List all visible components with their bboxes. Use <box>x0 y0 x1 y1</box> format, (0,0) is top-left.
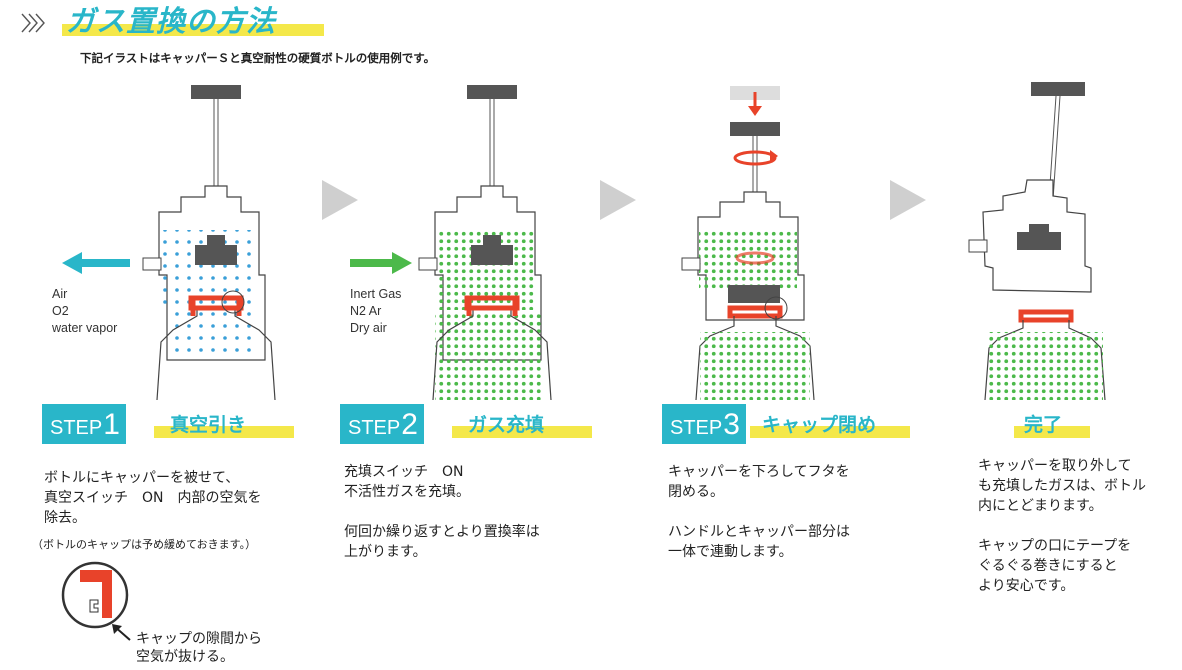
description-line: 何回か繰り返すとより置換率は <box>344 524 540 540</box>
step-description-1: ボトルにキャッパーを被せて、 真空スイッチ ON 内部の空気を 除去。 <box>44 468 262 528</box>
description-line: キャップの口にテープを <box>978 538 1132 554</box>
capper-diagram-vacuum <box>142 85 276 400</box>
step-arrow-icon <box>890 180 926 220</box>
gas-out-label: O2 <box>52 304 69 318</box>
step-badge-word: STEP <box>670 417 723 439</box>
gas-out-label: Air <box>52 287 68 301</box>
cap-gap-callout: キャップの隙間から 空気が抜ける。 <box>136 630 262 666</box>
step-title-highlight <box>452 426 592 438</box>
gas-in-label: Inert Gas <box>350 287 402 301</box>
air-outflow-arrow <box>62 252 130 274</box>
step-title-3: キャップ閉め <box>762 414 877 436</box>
description-line: 内にとどまります。 <box>978 498 1103 514</box>
capper-diagram-capping <box>681 86 815 400</box>
gas-in-labels: Inert Gas N2 Ar Dry air <box>350 286 401 337</box>
description-line: 一体で連動します。 <box>668 544 793 560</box>
page-subtitle: 下記イラストはキャッパーＳと真空耐性の硬質ボトルの使用例です。 <box>80 51 436 65</box>
capper-diagram-complete <box>968 82 1106 400</box>
step-title-1: 真空引き <box>170 414 247 436</box>
description-line: キャッパーを取り外して <box>978 458 1132 474</box>
capper-diagram-gas-fill <box>418 85 552 400</box>
description-line: ボトルにキャッパーを被せて、 <box>44 470 240 486</box>
callout-line: 空気が抜ける。 <box>136 649 234 665</box>
gas-in-label: N2 Ar <box>350 304 382 318</box>
description-line: 除去。 <box>44 510 86 526</box>
step-badge-number: 2 <box>401 408 418 441</box>
step-title-2: ガス充填 <box>468 414 545 436</box>
description-line: 充填スイッチ ON <box>344 464 464 480</box>
description-line <box>978 516 1146 536</box>
description-line: 閉める。 <box>668 484 724 500</box>
title-highlight <box>62 24 324 36</box>
description-line: 不活性ガスを充填。 <box>344 484 470 500</box>
description-line: 真空スイッチ ON 内部の空気を <box>44 490 262 506</box>
gas-out-label: water vapor <box>52 321 118 335</box>
page-title: ガス置換の方法 <box>66 4 277 38</box>
description-line <box>668 502 850 522</box>
description-line: も充填したガスは、ボトル <box>978 478 1146 494</box>
step-badge-number: 1 <box>103 408 120 441</box>
step-description-3: キャッパーを下ろしてフタを 閉める。 ハンドルとキャッパー部分は 一体で連動しま… <box>668 462 850 562</box>
step-title-highlight <box>1014 426 1090 438</box>
step-title-4: 完了 <box>1024 414 1063 436</box>
step-arrow-icon <box>322 180 358 220</box>
pointer-arrow-icon <box>112 624 131 641</box>
step-note-1: （ボトルのキャップは予め緩めておきます。） <box>32 538 257 551</box>
gas-inflow-arrow <box>350 252 412 274</box>
callout-line: キャップの隙間から <box>136 631 262 647</box>
gas-out-labels: Air O2 water vapor <box>52 286 117 337</box>
description-line: 上がります。 <box>344 544 427 560</box>
gas-in-label: Dry air <box>350 321 387 335</box>
step-badge-word: STEP <box>348 417 401 439</box>
step-badge-number: 3 <box>723 408 740 441</box>
description-line: ハンドルとキャッパー部分は <box>668 524 850 540</box>
description-line: キャッパーを下ろしてフタを <box>668 464 850 480</box>
step-description-2: 充填スイッチ ON 不活性ガスを充填。 何回か繰り返すとより置換率は 上がります… <box>344 462 540 562</box>
cap-gap-magnifier <box>61 561 129 629</box>
double-chevron-icon <box>21 13 45 33</box>
description-line: ぐるぐる巻きにすると <box>978 558 1118 574</box>
step-badge-word: STEP <box>50 417 103 439</box>
description-line: より安心です。 <box>978 578 1075 594</box>
description-line <box>344 502 540 522</box>
step-title-highlight <box>154 426 294 438</box>
step-title-highlight <box>750 426 910 438</box>
step-arrow-icon <box>600 180 636 220</box>
step-description-4: キャッパーを取り外して も充填したガスは、ボトル 内にとどまります。 キャップの… <box>978 456 1146 596</box>
